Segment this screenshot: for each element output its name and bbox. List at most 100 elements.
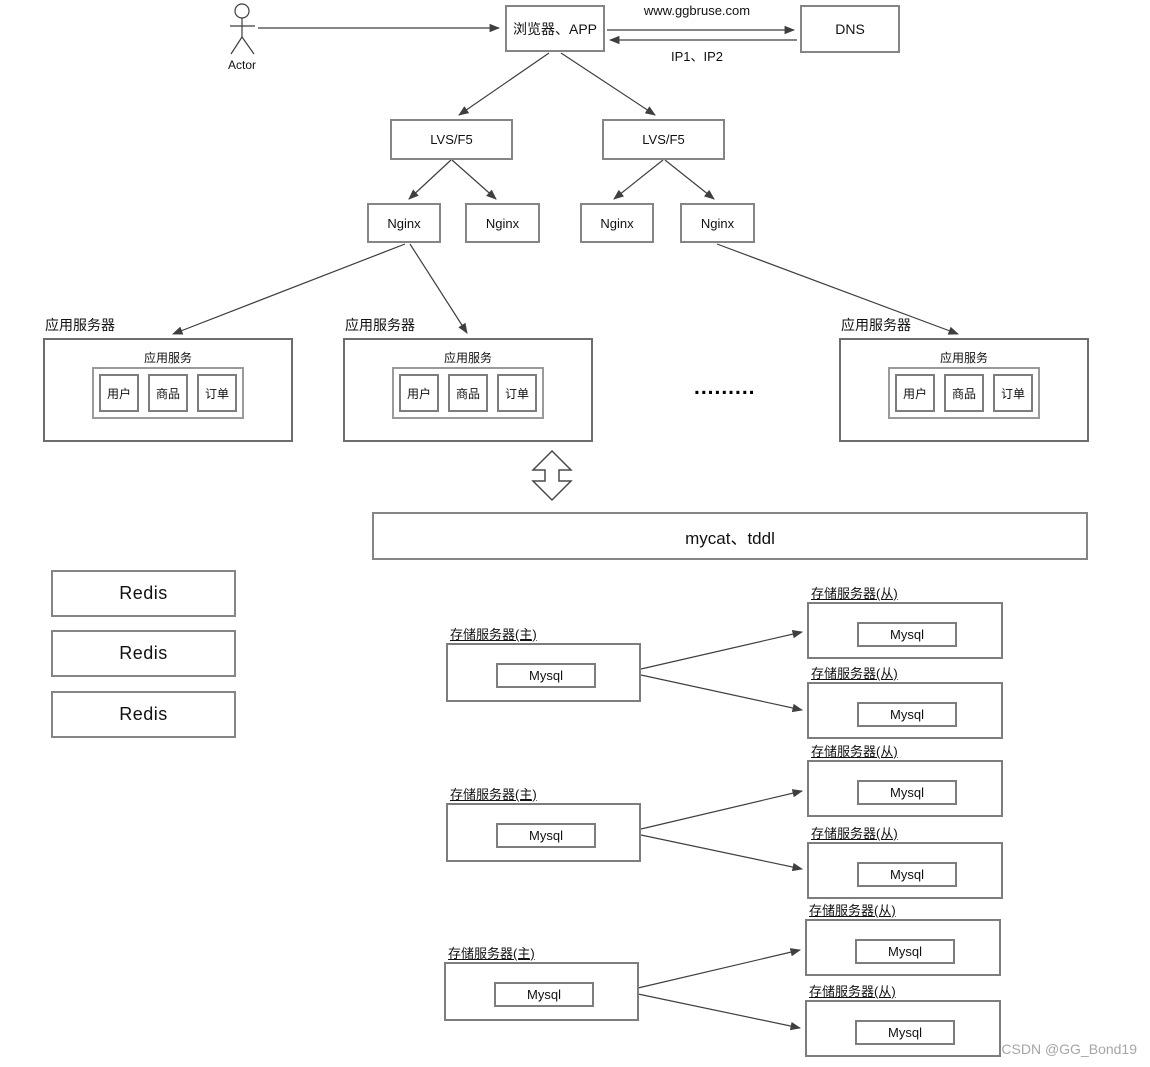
storage-master-title: 存储服务器(主) — [450, 627, 537, 642]
nginx-label: Nginx — [387, 215, 421, 231]
redis-node-1: Redis — [51, 570, 236, 617]
mysql-node: Mysql — [857, 702, 957, 727]
app-server-group-1: 应用服务器 应用服务 用户 商品 订单 — [43, 317, 293, 442]
nginx-node-1: Nginx — [367, 203, 441, 243]
storage-master-box: Mysql — [446, 803, 641, 862]
storage-slave-box: Mysql — [807, 602, 1003, 659]
storage-slave-2: 存储服务器(从) Mysql — [807, 666, 1003, 739]
arrow-lvs2-to-nginx4 — [664, 159, 715, 200]
storage-slave-5: 存储服务器(从) Mysql — [805, 903, 1001, 976]
app-service-title: 应用服务 — [143, 351, 192, 365]
lvs-label: LVS/F5 — [642, 132, 685, 147]
module-product: 商品 — [148, 374, 188, 412]
storage-master-title: 存储服务器(主) — [448, 946, 535, 961]
actor-figure — [230, 3, 255, 55]
storage-slave-box: Mysql — [807, 842, 1003, 899]
app-service-modules: 用户 商品 订单 — [92, 367, 244, 419]
module-order: 订单 — [497, 374, 537, 412]
mysql-node: Mysql — [496, 823, 596, 848]
mycat-tddl-node: mycat、tddl — [372, 512, 1088, 560]
nginx-label: Nginx — [700, 215, 735, 231]
storage-master-1: 存储服务器(主) Mysql — [446, 627, 641, 702]
lvs-node-2: LVS/F5 — [602, 119, 725, 160]
nginx-node-3: Nginx — [580, 203, 654, 243]
app-server-group-2: 应用服务器 应用服务 用户 商品 订单 — [343, 317, 593, 442]
module-user: 用户 — [99, 374, 139, 412]
storage-slave-box: Mysql — [805, 919, 1001, 976]
app-server-box: 应用服务 用户 商品 订单 — [343, 338, 593, 442]
more-servers-ellipsis: ......... — [694, 376, 756, 399]
storage-slave-title: 存储服务器(从) — [811, 826, 898, 841]
arrow-nginx1-to-app1 — [172, 243, 406, 335]
storage-slave-box: Mysql — [807, 760, 1003, 817]
arrow-master2-to-slave4 — [640, 834, 804, 872]
storage-slave-title: 存储服务器(从) — [811, 744, 898, 759]
nginx-node-2: Nginx — [465, 203, 540, 243]
csdn-watermark: CSDN @GG_Bond19 — [1001, 1041, 1137, 1057]
storage-master-box: Mysql — [444, 962, 639, 1021]
app-server-box: 应用服务 用户 商品 订单 — [839, 338, 1089, 442]
storage-master-2: 存储服务器(主) Mysql — [446, 787, 641, 862]
app-service-title: 应用服务 — [443, 351, 492, 365]
mysql-node: Mysql — [855, 939, 955, 964]
module-order: 订单 — [993, 374, 1033, 412]
app-service-modules: 用户 商品 订单 — [888, 367, 1040, 419]
arrow-master3-to-slave5 — [637, 948, 802, 989]
nginx-label: Nginx — [485, 215, 520, 231]
mysql-node: Mysql — [494, 982, 594, 1007]
arrow-lvs2-to-nginx3 — [613, 159, 664, 200]
mysql-node: Mysql — [496, 663, 596, 688]
lvs-node-1: LVS/F5 — [390, 119, 513, 160]
app-service-title: 应用服务 — [939, 351, 988, 365]
arrow-lvs1-to-nginx2 — [451, 159, 497, 200]
app-service-modules: 用户 商品 订单 — [392, 367, 544, 419]
storage-slave-box: Mysql — [807, 682, 1003, 739]
module-order: 订单 — [197, 374, 237, 412]
storage-master-title: 存储服务器(主) — [450, 787, 537, 802]
nginx-label: Nginx — [600, 215, 634, 231]
redis-node-3: Redis — [51, 691, 236, 738]
double-arrow-app-mycat — [531, 449, 573, 502]
redis-label: Redis — [119, 643, 168, 663]
storage-slave-1: 存储服务器(从) Mysql — [807, 586, 1003, 659]
redis-label: Redis — [119, 583, 168, 603]
app-server-title: 应用服务器 — [345, 317, 415, 333]
arrow-browser-to-lvs2 — [560, 52, 656, 116]
module-user: 用户 — [895, 374, 935, 412]
app-server-group-3: 应用服务器 应用服务 用户 商品 订单 — [839, 317, 1089, 442]
mysql-node: Mysql — [857, 622, 957, 647]
module-product: 商品 — [944, 374, 984, 412]
mysql-node: Mysql — [857, 780, 957, 805]
mycat-tddl-label: mycat、tddl — [685, 528, 775, 548]
dns-node: DNS — [800, 5, 900, 53]
arrow-master1-to-slave2 — [640, 674, 804, 713]
module-product: 商品 — [448, 374, 488, 412]
arrow-master3-to-slave6 — [637, 993, 802, 1031]
nginx-node-4: Nginx — [680, 203, 755, 243]
storage-slave-title: 存储服务器(从) — [809, 903, 896, 918]
storage-slave-title: 存储服务器(从) — [811, 586, 898, 601]
redis-label: Redis — [119, 704, 168, 724]
lvs-label: LVS/F5 — [430, 132, 473, 147]
storage-slave-title: 存储服务器(从) — [809, 984, 896, 999]
app-server-title: 应用服务器 — [45, 317, 115, 333]
storage-slave-6: 存储服务器(从) Mysql — [805, 984, 1001, 1057]
redis-node-2: Redis — [51, 630, 236, 677]
arrow-master1-to-slave1 — [640, 630, 804, 670]
actor-label: Actor — [227, 58, 256, 72]
arrow-nginx4-to-app3 — [716, 243, 959, 335]
mysql-node: Mysql — [855, 1020, 955, 1045]
dns-label: DNS — [835, 21, 865, 37]
arrow-nginx1-to-app2 — [409, 243, 468, 334]
storage-slave-3: 存储服务器(从) Mysql — [807, 744, 1003, 817]
storage-slave-box: Mysql — [805, 1000, 1001, 1057]
app-server-box: 应用服务 用户 商品 订单 — [43, 338, 293, 442]
arrow-lvs1-to-nginx1 — [408, 159, 452, 200]
dns-response-label: IP1、IP2 — [670, 49, 724, 64]
app-server-title: 应用服务器 — [841, 317, 911, 333]
arrow-master2-to-slave3 — [640, 789, 804, 830]
storage-slave-4: 存储服务器(从) Mysql — [807, 826, 1003, 899]
browser-app-label: 浏览器、APP — [512, 20, 597, 37]
dns-request-label: www.ggbruse.com — [643, 3, 751, 18]
